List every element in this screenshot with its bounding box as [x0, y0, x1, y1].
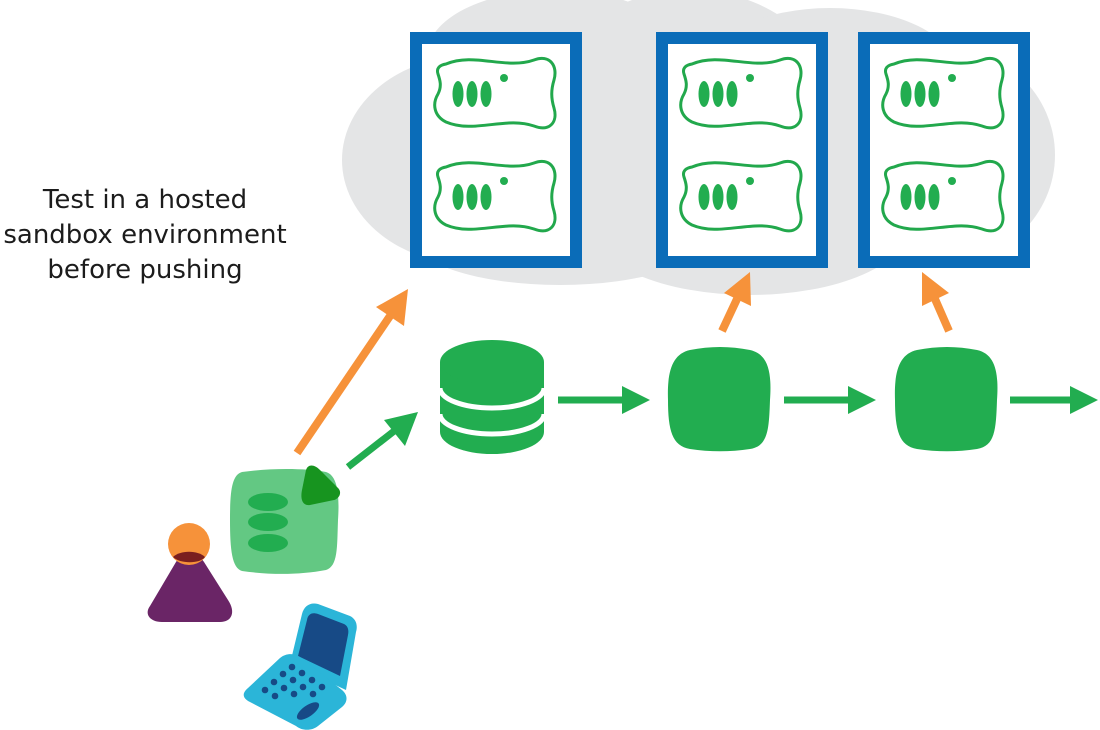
green-arrow-icon: [784, 386, 876, 414]
environment-node-icon: [667, 347, 771, 452]
code-change-icon: [230, 465, 341, 574]
environment-node-icon: [894, 347, 998, 452]
caption-line: Test in a hosted: [42, 185, 248, 215]
orange-arrow-icon: [922, 272, 953, 333]
database-icon: [437, 340, 547, 454]
server-rack-icon: [858, 32, 1030, 268]
sandbox-caption: Test in a hosted sandbox environment bef…: [0, 183, 290, 288]
green-arrow-icon: [1010, 386, 1098, 414]
green-arrow-icon: [345, 412, 418, 470]
orange-arrow-icon: [293, 289, 408, 456]
server-rack-icon: [656, 32, 828, 268]
green-arrow-icon: [558, 386, 650, 414]
laptop-icon: [243, 603, 357, 730]
server-rack-icon: [410, 32, 582, 268]
caption-line: before pushing: [47, 255, 243, 285]
orange-arrow-icon: [718, 272, 751, 333]
developer-person-icon: [147, 523, 233, 622]
caption-line: sandbox environment: [3, 220, 287, 250]
